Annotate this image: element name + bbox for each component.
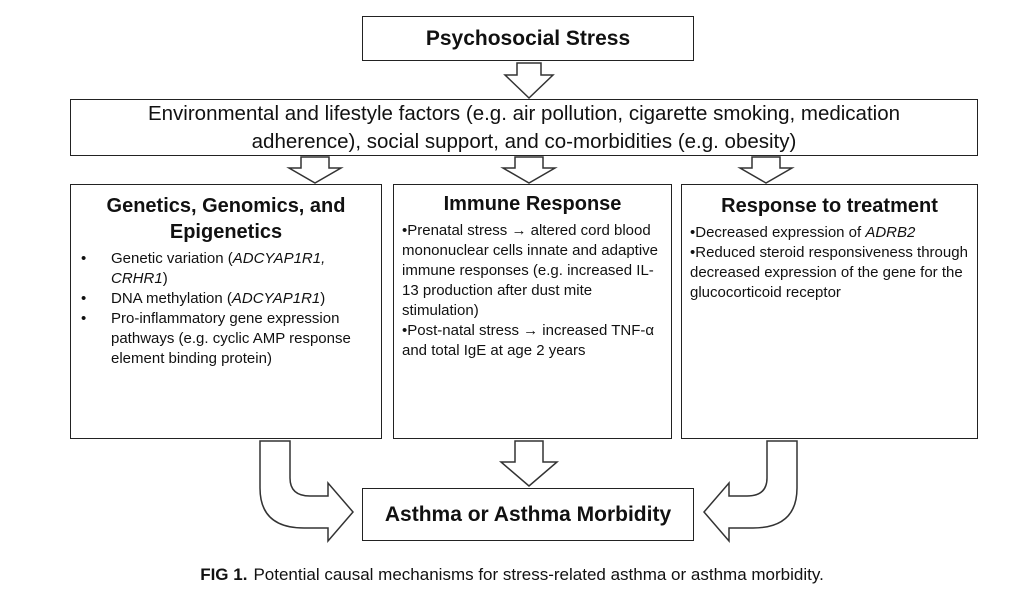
list-item: • Genetic variation (ADCYAP1R1, CRHR1) — [81, 249, 371, 289]
bullet: • — [81, 250, 87, 267]
immune-list: •Prenatal stress → altered cord blood mo… — [394, 221, 671, 361]
bullet: • — [81, 310, 87, 327]
arrow-down-4 — [737, 156, 795, 184]
gene-name: ADCYAP1R1, CRHR1 — [111, 250, 326, 287]
arrow-down-3 — [500, 156, 558, 184]
item-text: •Decreased expression of — [690, 224, 866, 241]
gene-name: ADCYAP1R1 — [231, 290, 321, 307]
immune-response-box: Immune Response •Prenatal stress → alter… — [393, 184, 672, 439]
arrow-down-5 — [498, 440, 560, 487]
arrow-down-2 — [286, 156, 344, 184]
psychosocial-stress-box: Psychosocial Stress — [362, 16, 694, 61]
item-text-end: ) — [162, 270, 168, 287]
treatment-response-title: Response to treatment — [721, 195, 938, 217]
item-text: DNA methylation ( — [111, 290, 232, 307]
list-item: •Prenatal stress → altered cord blood mo… — [402, 222, 659, 319]
gene-name: ADRB2 — [865, 224, 916, 241]
treatment-list: •Decreased expression of ADRB2 •Reduced … — [682, 223, 977, 303]
genetics-box: Genetics, Genomics, and Epigenetics • Ge… — [70, 184, 382, 439]
item-text-end: ) — [320, 290, 326, 307]
arrow-curved-right — [703, 440, 798, 544]
item-text: Genetic variation ( — [111, 250, 233, 267]
asthma-morbidity-box: Asthma or Asthma Morbidity — [362, 488, 694, 541]
asthma-morbidity-label: Asthma or Asthma Morbidity — [384, 502, 672, 526]
list-item: • Pro-inflammatory gene expression pathw… — [81, 309, 371, 369]
genetics-list: • Genetic variation (ADCYAP1R1, CRHR1) •… — [71, 249, 381, 369]
psychosocial-stress-label: Psychosocial Stress — [425, 26, 631, 50]
environmental-factors-text: Environmental and lifestyle factors (e.g… — [147, 101, 901, 153]
treatment-response-box: Response to treatment •Decreased express… — [681, 184, 978, 439]
list-item: •Decreased expression of ADRB2 — [690, 223, 971, 243]
environmental-factors-box: Environmental and lifestyle factors (e.g… — [70, 99, 978, 156]
list-item: •Post-natal stress → increased TNF-α and… — [402, 322, 655, 359]
list-item: •Reduced steroid responsiveness through … — [690, 244, 968, 301]
figure-caption: FIG 1. Potential causal mechanisms for st… — [0, 565, 1024, 585]
caption-text: Potential causal mechanisms for stress-r… — [253, 565, 824, 584]
immune-response-title: Immune Response — [443, 193, 622, 215]
arrow-curved-left — [259, 440, 354, 544]
genetics-title: Genetics, Genomics, and Epigenetics — [106, 195, 346, 243]
figure-label: FIG 1. — [200, 565, 248, 584]
arrow-down-1 — [503, 62, 555, 100]
item-text: Pro-inflammatory gene expression pathway… — [111, 310, 351, 367]
bullet: • — [81, 290, 87, 307]
list-item: • DNA methylation (ADCYAP1R1) — [81, 289, 371, 309]
